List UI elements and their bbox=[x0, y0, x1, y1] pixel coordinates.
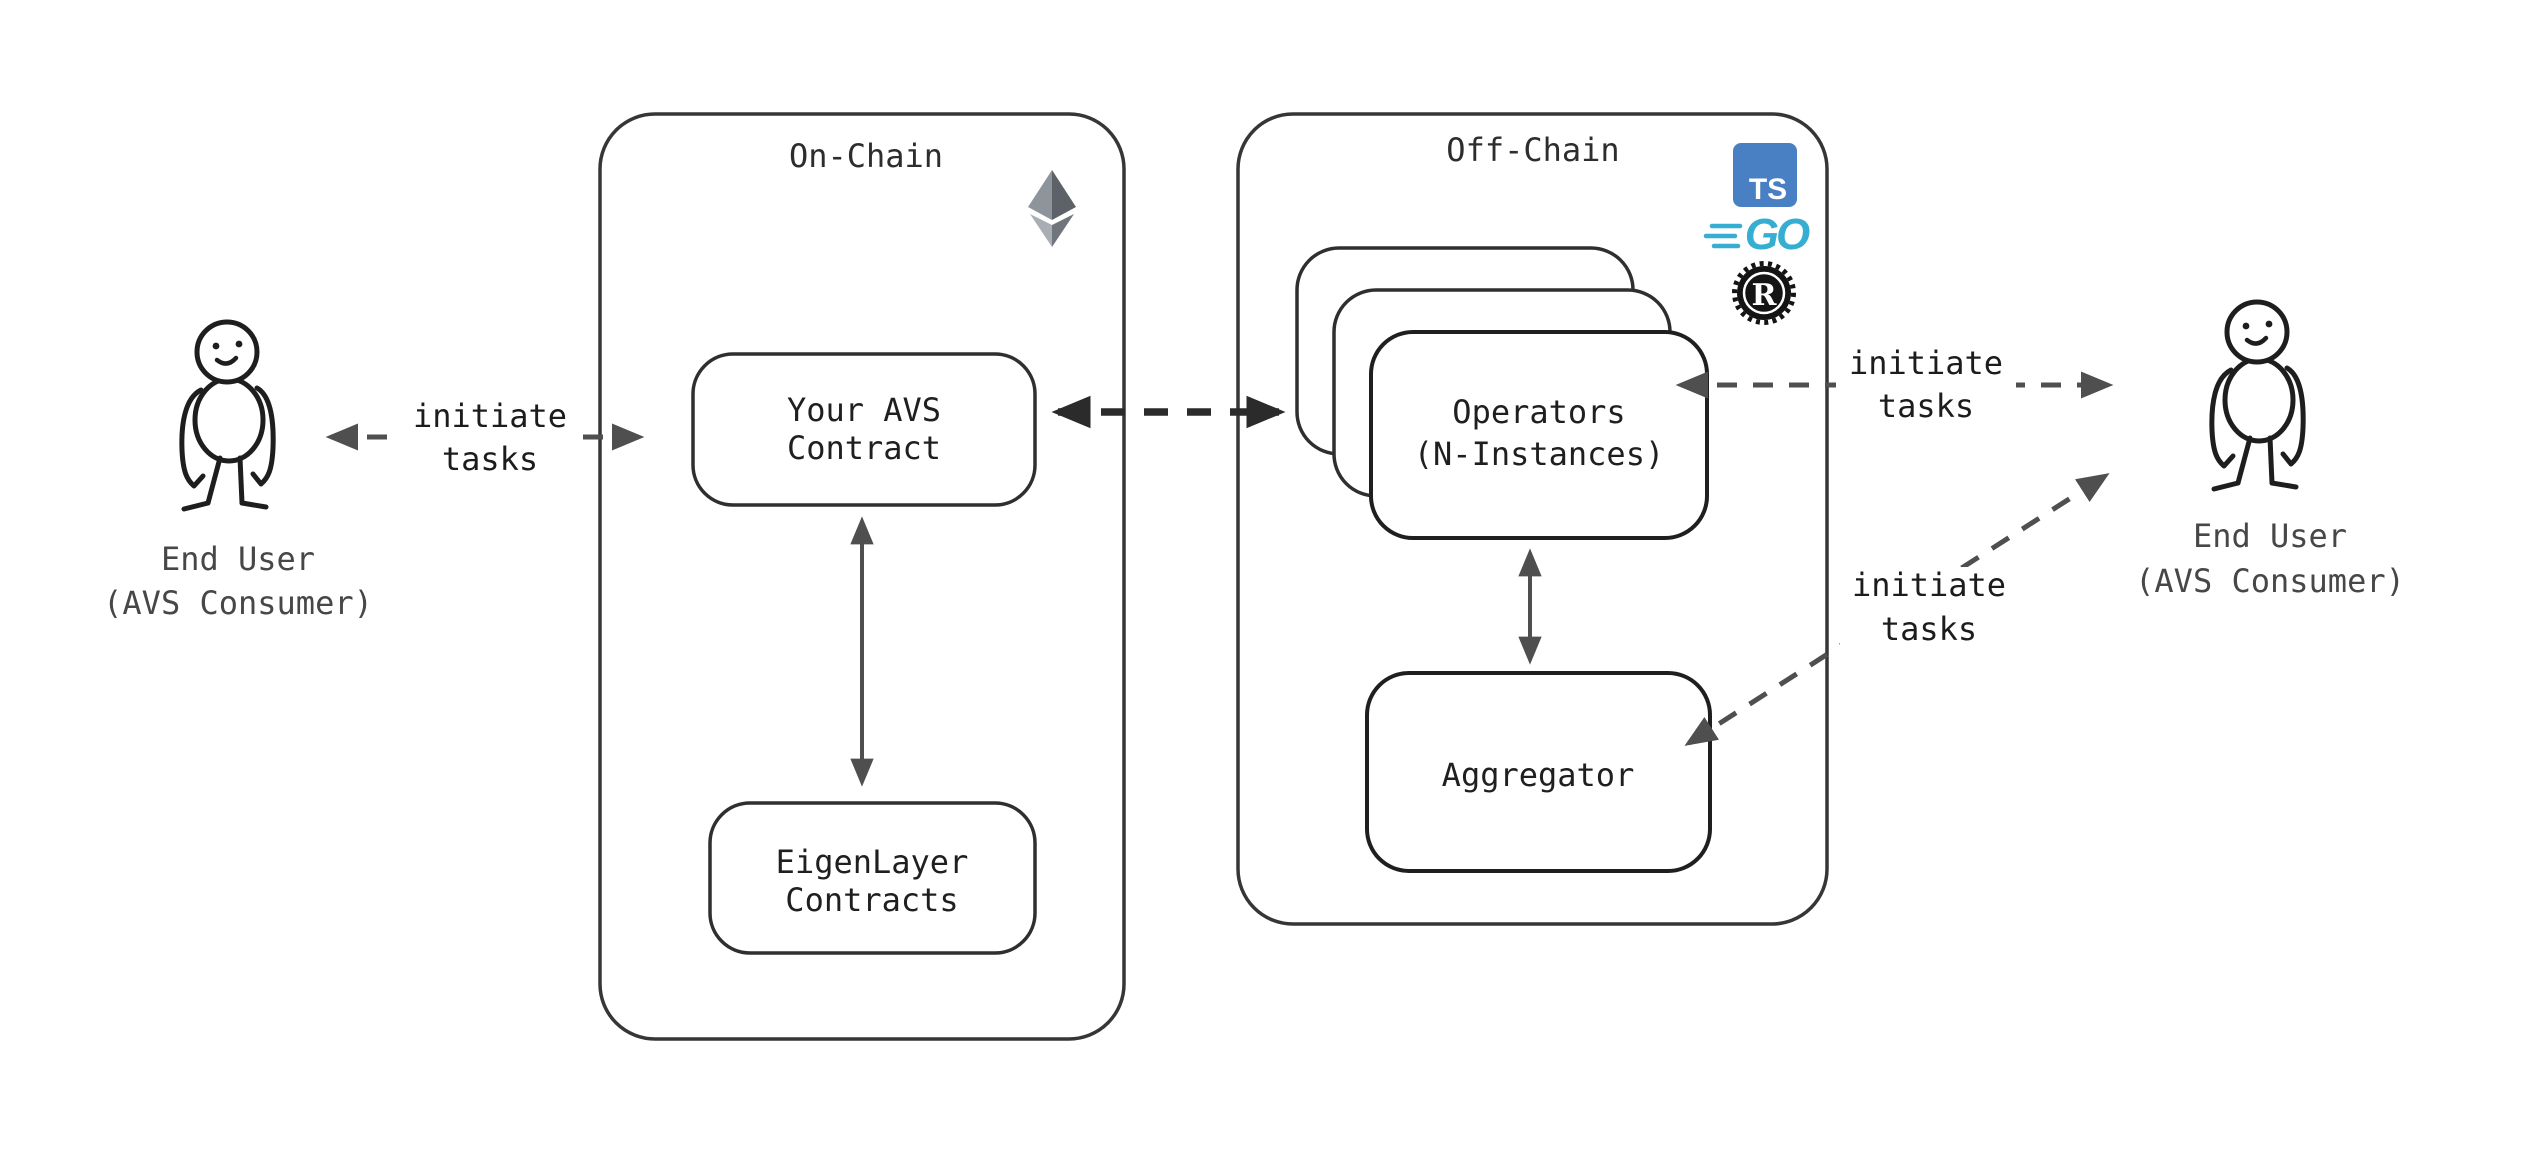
operators-stack-box-front bbox=[1369, 330, 1709, 540]
off-chain-title: Off-Chain bbox=[1446, 131, 1619, 169]
end-user-left-label-line2: (AVS Consumer) bbox=[103, 584, 373, 622]
end-user-left-figure bbox=[182, 322, 273, 509]
right-top-initiate-label-line1: initiate bbox=[1849, 344, 2003, 382]
end-user-right-label-line2: (AVS Consumer) bbox=[2135, 562, 2405, 600]
right-bottom-initiate-label-line2: tasks bbox=[1881, 610, 1977, 648]
left-initiate-label-background bbox=[400, 399, 580, 481]
aggregator-user-arrow bbox=[1684, 473, 2110, 746]
right-bottom-initiate-label-line1: initiate bbox=[1852, 566, 2006, 604]
rust-icon: R bbox=[1732, 261, 1796, 325]
operators-label-line1: Operators bbox=[1452, 393, 1625, 431]
your-avs-contract-label-line1: Your AVS bbox=[787, 391, 941, 429]
right-top-initiate-label-line2: tasks bbox=[1878, 387, 1974, 425]
aggregator-label: Aggregator bbox=[1442, 756, 1635, 794]
typescript-icon-text: TS bbox=[1749, 173, 1787, 206]
go-icon-text: GO bbox=[1745, 210, 1810, 259]
your-avs-contract-box bbox=[691, 352, 1037, 507]
go-icon: GO bbox=[1703, 210, 1813, 259]
typescript-icon: TS bbox=[1733, 143, 1797, 207]
right-bottom-initiate-label-background bbox=[1840, 567, 2020, 651]
aggregator-box bbox=[1365, 671, 1712, 873]
ethereum-icon bbox=[1028, 170, 1076, 247]
operators-label-line2: (N-Instances) bbox=[1414, 435, 1664, 473]
left-initiate-label-line2: tasks bbox=[442, 440, 538, 478]
eigenlayer-contracts-box bbox=[708, 801, 1037, 955]
right-top-initiate-label-background bbox=[1836, 345, 2016, 427]
rust-icon-text: R bbox=[1752, 278, 1778, 313]
eigenlayer-contracts-label-line1: EigenLayer bbox=[776, 843, 969, 881]
your-avs-contract-label-line2: Contract bbox=[787, 429, 941, 467]
left-initiate-label-line1: initiate bbox=[413, 397, 567, 435]
on-chain-title: On-Chain bbox=[789, 137, 943, 175]
eigenlayer-contracts-label-line2: Contracts bbox=[785, 881, 958, 919]
end-user-right-figure bbox=[2212, 302, 2303, 489]
end-user-left-label-line1: End User bbox=[161, 540, 315, 578]
end-user-right-label-line1: End User bbox=[2193, 517, 2347, 555]
